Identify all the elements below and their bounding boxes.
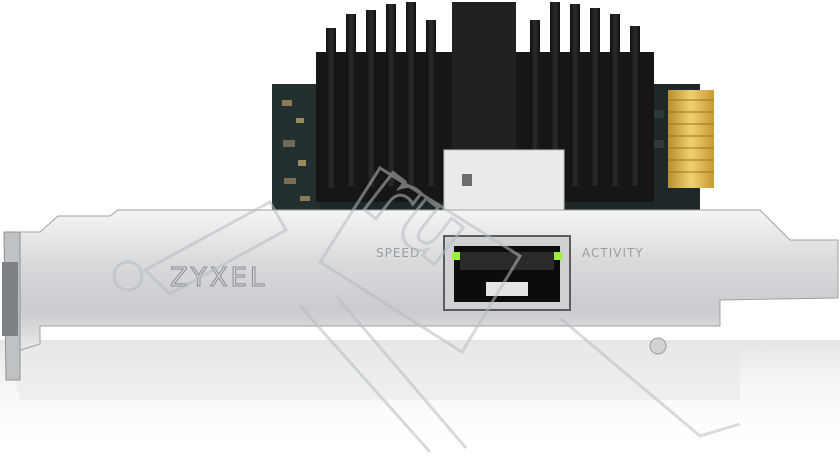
activity-led xyxy=(554,252,562,260)
pci-bracket xyxy=(5,209,839,353)
speed-label: SPEED xyxy=(376,246,420,260)
rj45-latch xyxy=(462,174,472,186)
activity-label: ACTIVITY xyxy=(582,246,644,260)
speed-led xyxy=(452,252,460,260)
bracket-slot xyxy=(2,262,18,336)
bracket-reflection xyxy=(8,350,740,400)
screw-hole xyxy=(649,337,667,355)
gold-edge-connector xyxy=(668,90,714,188)
